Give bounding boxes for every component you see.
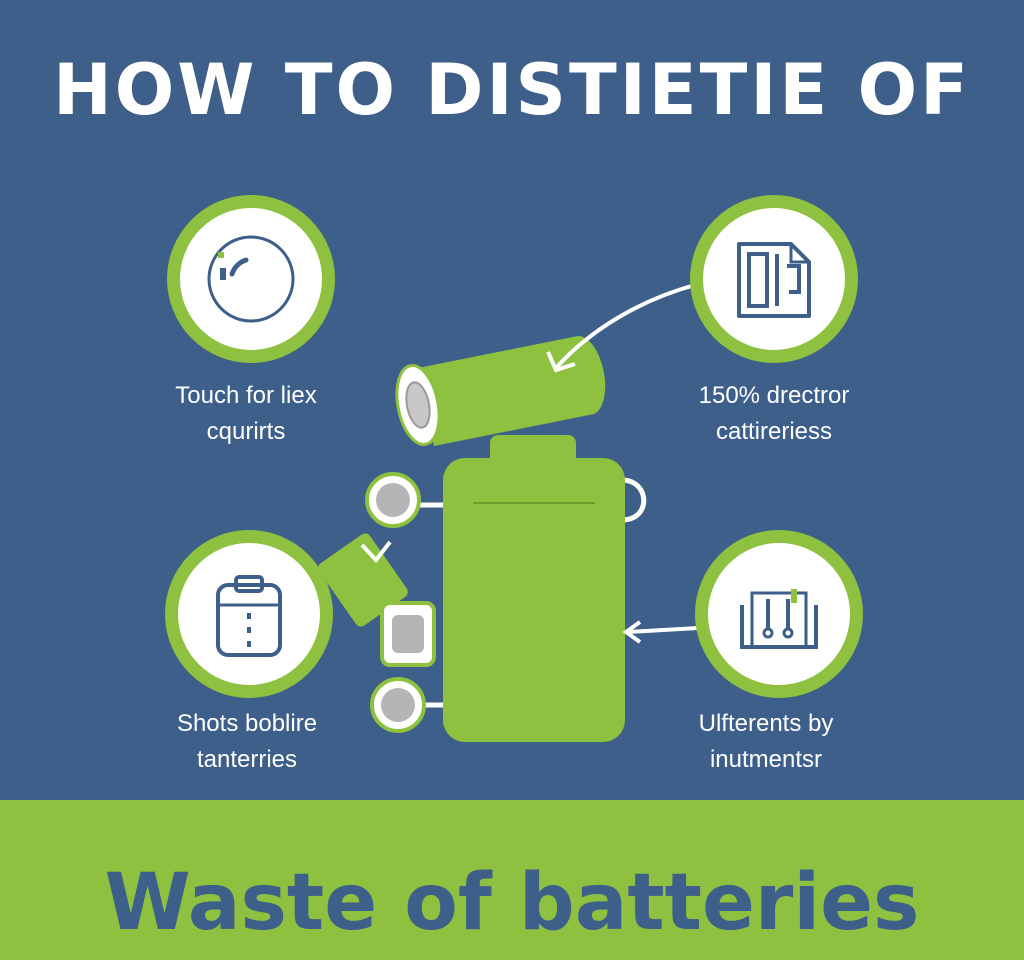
step-2-line-1: 150% drectror xyxy=(698,382,850,409)
battery-box-icon xyxy=(216,575,282,657)
square-battery-icon xyxy=(380,601,436,667)
bin-icon xyxy=(443,435,625,742)
coin-battery-icon xyxy=(365,472,421,528)
step-1-label: Touch for liex cqurirts xyxy=(96,378,396,450)
arrow-icon xyxy=(622,620,699,644)
battery-bin-illustration xyxy=(318,283,699,742)
step-2-line-2: cattireriess xyxy=(715,418,833,445)
step-4-line-1: Ulfterents by xyxy=(698,710,834,737)
step-1-circle xyxy=(167,195,335,363)
footer-band xyxy=(0,800,1024,960)
step-2-label: 150% drectror cattireriess xyxy=(624,378,924,450)
step-4-circle xyxy=(695,530,863,698)
step-2-circle xyxy=(690,195,858,363)
step-3-line-1: Shots boblire xyxy=(176,710,318,737)
document-icon xyxy=(737,242,811,318)
button-battery-icon xyxy=(370,677,426,733)
step-1-line-1: Touch for liex xyxy=(175,382,317,409)
ring-icon xyxy=(207,235,295,323)
step-4-line-2: inutmentsr xyxy=(709,746,823,773)
footer-title: Waste of batteries xyxy=(104,858,920,948)
step-3-label: Shots boblire tanterries xyxy=(97,706,397,778)
tools-icon xyxy=(740,589,818,649)
step-1-line-2: cqurirts xyxy=(206,418,286,445)
step-3-circle xyxy=(165,530,333,698)
page-title: HOW TO DISTIETIE OF xyxy=(53,49,971,131)
arrow-icon xyxy=(546,283,696,373)
step-3-line-2: tanterries xyxy=(196,746,298,773)
step-4-label: Ulfterents by inutmentsr xyxy=(616,706,916,778)
